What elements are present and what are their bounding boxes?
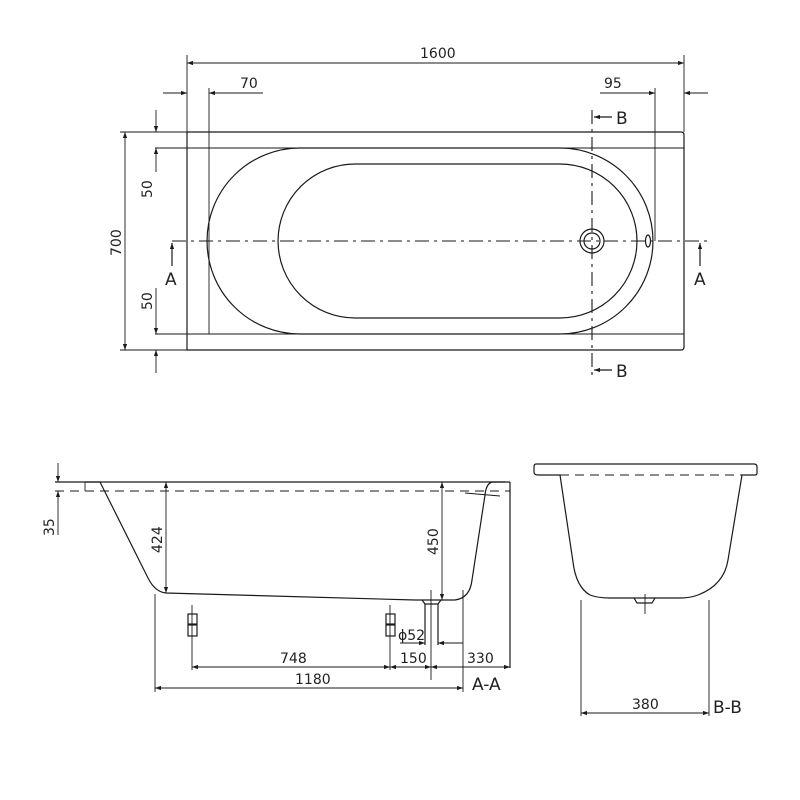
tub-profile-b	[533, 463, 758, 599]
dim-drain-to-end-label: 330	[467, 651, 494, 667]
dim-foot-to-drain-label: 150	[400, 651, 427, 667]
dim-feet-spacing-label: 748	[280, 651, 307, 667]
section-a-a-view: 35 424 450 ϕ52 748 150 330 1180 A-A	[42, 463, 511, 695]
dim-rim-label: 35	[42, 518, 58, 536]
drain-outlet-b	[633, 597, 656, 604]
foot-right-icon	[385, 605, 396, 670]
section-b-b-label: B-B	[713, 698, 742, 718]
dim-top-rim-label: 50	[140, 180, 156, 198]
section-a-right-label: A	[694, 270, 706, 290]
section-a-left-label: A	[165, 270, 177, 290]
rim-hatch	[464, 492, 501, 497]
tub-outer-rim	[186, 131, 685, 351]
basin-inner-oval	[277, 163, 638, 319]
dim-drain-diameter-label: ϕ52	[398, 628, 425, 644]
dim-length-label: 1600	[420, 46, 456, 62]
dim-bottom-length-label: 1180	[295, 672, 331, 688]
plan-view: A A B B 1600 70 95 700 50 5	[109, 46, 708, 382]
basin-outer-oval	[206, 147, 654, 335]
foot-left-icon	[187, 605, 198, 670]
dim-left-offset-label: 70	[240, 76, 258, 92]
tub-profile-a	[99, 481, 505, 601]
dim-right-offset-label: 95	[604, 76, 622, 92]
dim-depth-left-label: 424	[150, 526, 166, 553]
section-b-b-view: 380 B-B	[533, 463, 758, 718]
section-b-bottom-label: B	[616, 362, 628, 382]
dim-width-label: 700	[109, 229, 125, 256]
overflow-icon	[644, 234, 652, 248]
dim-bottom-rim-label: 50	[140, 292, 156, 310]
dim-bottom-width-label: 380	[632, 697, 659, 713]
section-b-top-label: B	[616, 109, 628, 129]
dim-depth-right-label: 450	[426, 528, 442, 555]
section-a-a-label: A-A	[472, 675, 501, 695]
drain-outlet	[421, 599, 442, 605]
